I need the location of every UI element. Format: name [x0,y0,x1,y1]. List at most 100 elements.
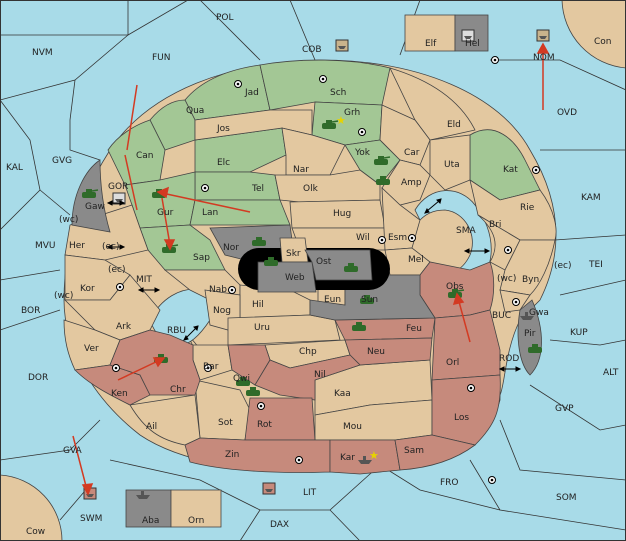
supply-center [228,286,236,294]
sea-border [0,99,41,231]
land-label: Jad [244,88,259,98]
sea-border [559,279,626,296]
sea-label: (wc) [54,291,73,301]
land-ost[interactable] [304,249,373,281]
army-unit-icon[interactable] [374,156,391,165]
army-unit-icon[interactable] [82,189,99,198]
supply-center [467,384,475,392]
arrow-head [452,292,465,306]
army-unit-icon[interactable] [252,237,266,246]
land-label: Orl [446,358,459,368]
army-unit-icon[interactable] [344,263,358,272]
sea-label: MIT [136,275,152,285]
land-label: Hil [252,300,264,310]
army-unit-icon[interactable] [246,387,260,396]
land-label: Ail [146,422,157,432]
land-label: Eld [447,120,461,130]
land-label: Qua [186,106,204,116]
land-orn[interactable] [170,489,222,528]
land-uru[interactable] [227,314,341,346]
move-arrow [161,192,251,213]
land-can[interactable] [107,119,166,186]
gray-territories [71,159,542,376]
land-web[interactable] [257,261,317,293]
land-label: Lan [202,208,218,218]
supply-center [512,298,520,306]
land-label: Can [136,151,154,161]
land-elf[interactable] [404,14,456,52]
supply-center [201,184,209,192]
army-unit-icon[interactable] [264,257,278,266]
land-label: Zin [225,450,239,460]
star-icon: ★ [336,114,346,127]
land-yok[interactable] [344,139,401,186]
land-neu[interactable] [344,337,433,366]
land-sam[interactable] [394,434,476,471]
land-olk[interactable] [274,169,381,203]
army-unit-icon[interactable] [322,120,339,129]
land-sun[interactable] [309,274,436,321]
land-nil[interactable] [254,354,361,401]
fleet-unit-icon[interactable] [136,491,150,499]
fleet-unit-icon[interactable] [335,39,349,52]
land-con[interactable] [561,0,626,69]
army-unit-icon[interactable] [236,377,250,386]
arrow-head [81,483,94,496]
supply-centers [112,56,540,484]
sea-border [127,0,189,36]
sea-label: FUN [152,53,171,63]
land-zin[interactable] [184,437,331,473]
army-unit-icon[interactable] [528,344,542,353]
land-rot[interactable] [244,397,316,441]
land-uta[interactable] [429,134,471,191]
sea-label: FRO [440,478,459,488]
fleet-unit-icon[interactable] [520,312,534,320]
land-label: Grh [344,108,360,118]
order-arrows [72,42,550,496]
fleet-unit-icon[interactable] [358,456,372,464]
land-label: Neu [367,347,385,357]
arrow-head [152,357,166,368]
sea-label: BUC [492,311,511,321]
land-label: Her [69,241,85,251]
sea-label: Con [594,37,612,47]
fleet-unit-icon[interactable] [262,482,276,495]
land-label: Nog [213,306,231,316]
land-label: Tel [251,184,264,194]
land-bri[interactable] [477,214,521,271]
sea-label: COB [302,45,322,55]
coast-connectors [106,198,522,372]
land-label: Olk [303,184,319,194]
sea-label: BOR [21,306,40,316]
land-hel[interactable] [454,14,489,52]
land-label: Amp [401,178,422,188]
land-label: Mou [343,422,362,432]
army-unit-icon[interactable] [360,295,374,304]
fleet-unit-icon[interactable] [461,29,475,42]
land-label: Ver [84,344,99,354]
land-label: Ark [116,322,132,332]
land-label: Car [404,148,420,158]
arrow-head [536,42,550,54]
fleet-unit-icon[interactable] [536,29,550,42]
land-label: Uta [444,160,460,170]
land-orl[interactable] [431,309,501,381]
sea-label: RBU [167,326,186,336]
army-unit-icon[interactable] [352,322,366,331]
land-label: Ost [316,257,332,267]
land-cow[interactable] [0,474,63,541]
supply-center [408,234,416,242]
supply-center [488,476,496,484]
army-unit-icon[interactable] [376,176,390,185]
sea-label: KAL [6,163,23,173]
land-eld[interactable] [389,67,476,141]
move-arrow [161,197,171,246]
sea-border [379,464,501,511]
fleet-unit-icon[interactable] [112,192,126,205]
land-label: Nor [223,243,239,253]
land-label: Nab [209,285,227,295]
sea-border [0,309,61,331]
supply-center [532,166,540,174]
